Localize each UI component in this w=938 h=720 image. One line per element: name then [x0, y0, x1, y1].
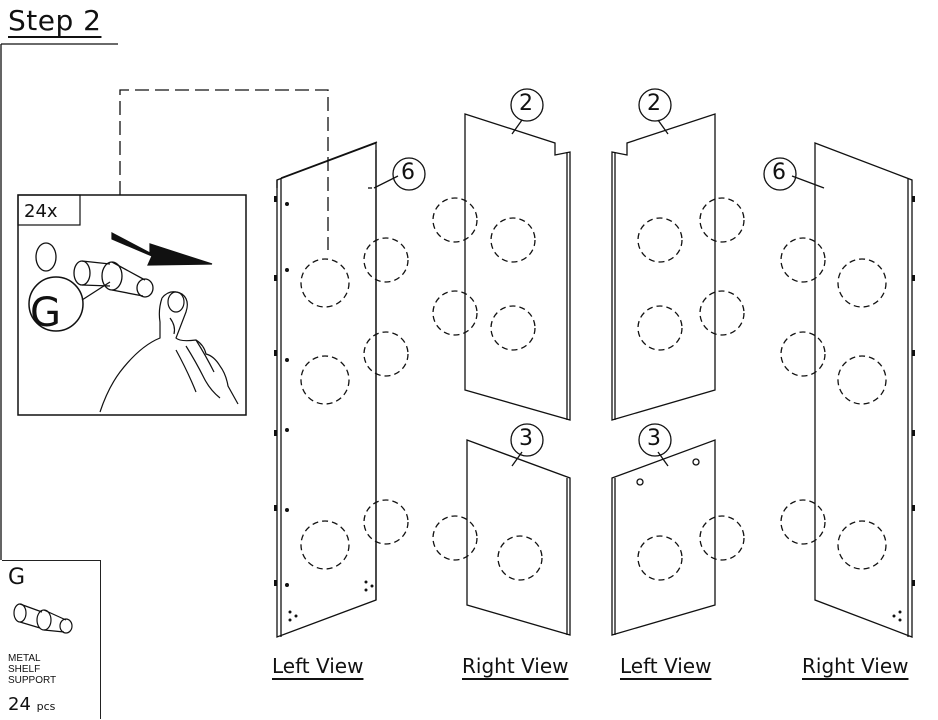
view-label: Right View — [802, 654, 909, 678]
view-label: Right View — [462, 654, 569, 678]
view-label: Left View — [272, 654, 364, 678]
callout-number: 3 — [647, 426, 661, 451]
callout-number: 6 — [401, 160, 415, 185]
step-title: Step 2 — [8, 4, 102, 37]
shelf-pin-icon — [13, 603, 73, 634]
parts-letter: G — [8, 565, 26, 590]
parts-description: METAL SHELF SUPPORT — [8, 653, 56, 686]
panel-left-6 — [274, 141, 409, 638]
quantity-value: 24 — [8, 694, 31, 715]
panel-right-2 — [432, 113, 571, 421]
pin-group — [300, 237, 409, 570]
callout-number: 2 — [647, 91, 661, 116]
parts-description-line: SHELF — [8, 664, 41, 675]
callout-circle — [638, 88, 672, 122]
callout-circle — [510, 88, 544, 122]
parts-quantity: 24 pcs — [8, 694, 55, 715]
callout-number: 6 — [772, 160, 786, 185]
shelf-pin-icon — [73, 260, 154, 298]
panel-right-3 — [432, 439, 571, 636]
arrow-icon — [111, 232, 213, 266]
detail-count: 24x — [24, 201, 58, 222]
parts-description-line: METAL — [8, 653, 41, 664]
hole-icon — [35, 242, 57, 272]
view-label: Left View — [620, 654, 712, 678]
detail-box — [17, 194, 247, 416]
callout-circle — [510, 423, 544, 457]
callout-circle — [392, 157, 426, 191]
callout-number: 2 — [519, 91, 533, 116]
hand-icon — [99, 291, 239, 413]
callout-circle — [763, 157, 797, 191]
parts-legend: G METAL SHELF SUPPORT 24 pcs — [2, 560, 101, 719]
callout-number: 3 — [519, 426, 533, 451]
detail-part-letter: G — [30, 290, 61, 336]
panel-left-3 — [611, 439, 745, 636]
panel-left-2 — [611, 113, 745, 421]
quantity-unit: pcs — [36, 700, 56, 713]
callout-circle — [638, 423, 672, 457]
parts-description-line: SUPPORT — [8, 675, 57, 686]
detail-leader-line — [119, 89, 329, 250]
panel-right-6 — [780, 142, 915, 638]
